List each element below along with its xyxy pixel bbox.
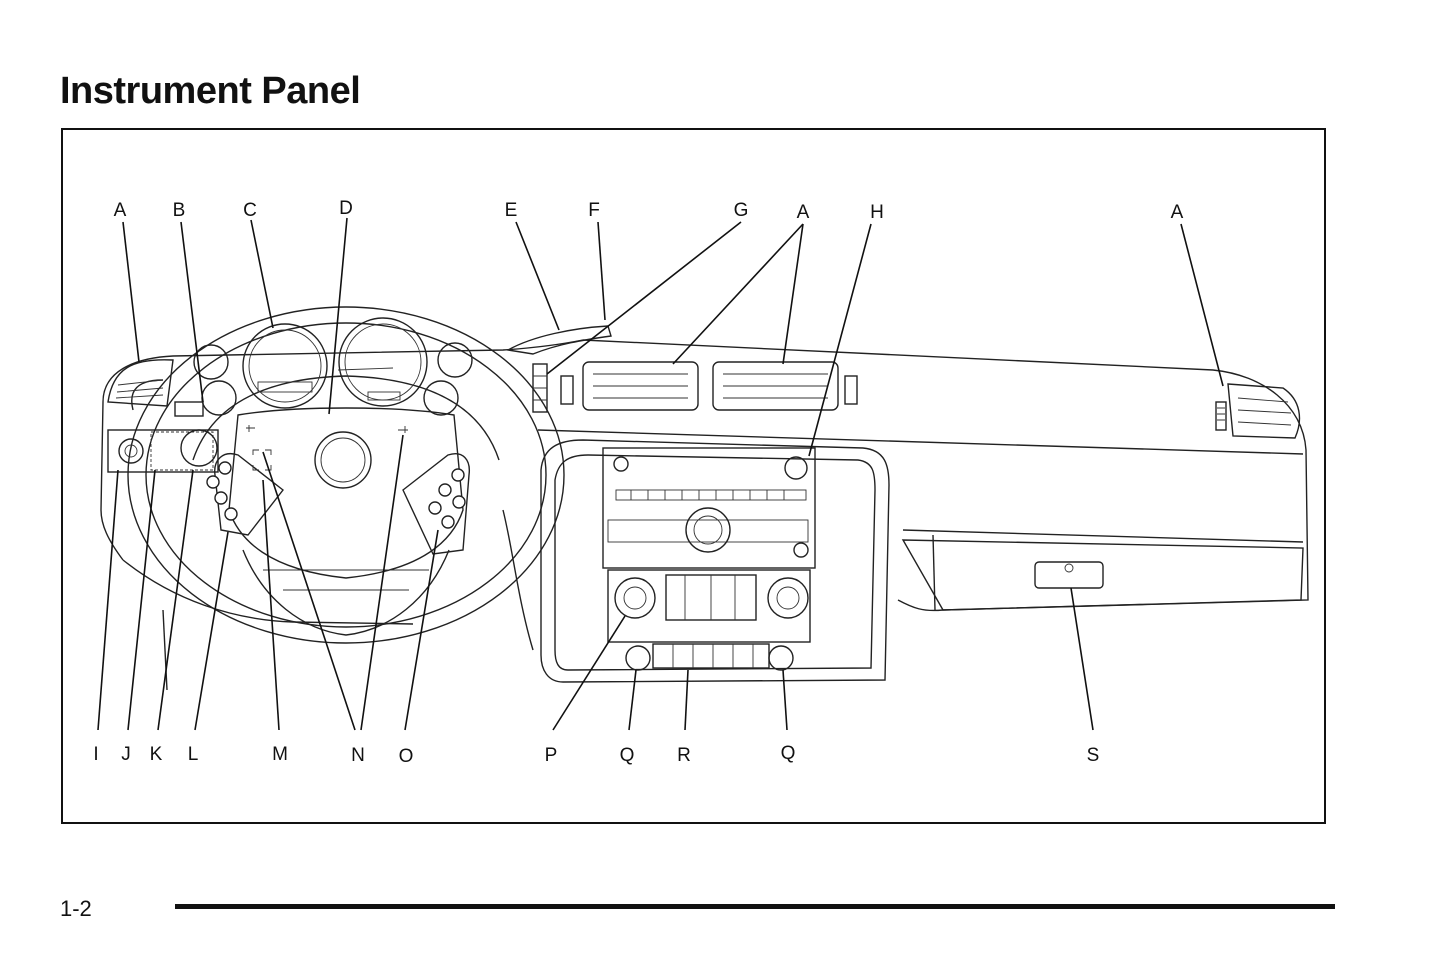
headlamp-controls bbox=[107, 401, 219, 473]
callout-p: P bbox=[545, 745, 558, 766]
center-air-vents bbox=[532, 361, 858, 413]
steering-wheel bbox=[127, 306, 565, 644]
callout-f: F bbox=[588, 200, 600, 221]
callout-b: B bbox=[173, 200, 186, 221]
dashboard-body bbox=[100, 339, 1309, 691]
instrument-panel-diagram: A B C D E F G A H A I J K L M N O P Q R … bbox=[61, 128, 1326, 824]
callout-n: N bbox=[351, 745, 365, 766]
callout-d: D bbox=[339, 198, 353, 219]
callout-e: E bbox=[505, 200, 518, 221]
center-stack bbox=[540, 439, 890, 683]
page-title: Instrument Panel bbox=[60, 70, 361, 112]
dashboard-illustration: A B C D E F G A H A I J K L M N O P Q R … bbox=[93, 198, 1309, 767]
callout-s: S bbox=[1087, 745, 1100, 766]
callout-o: O bbox=[399, 746, 414, 767]
callout-a: A bbox=[797, 202, 810, 223]
callout-labels-top: A B C D E F G A H A bbox=[114, 198, 1184, 223]
footer-rule bbox=[175, 904, 1335, 909]
callout-r: R bbox=[677, 745, 691, 766]
callout-k: K bbox=[150, 744, 163, 765]
glove-box bbox=[901, 539, 1304, 611]
callout-q: Q bbox=[781, 743, 796, 764]
right-air-vent bbox=[1215, 383, 1301, 439]
callout-m: M bbox=[272, 744, 288, 765]
callout-a: A bbox=[1171, 202, 1184, 223]
callout-a: A bbox=[114, 200, 127, 221]
callout-i: I bbox=[93, 744, 98, 765]
callout-leaders bbox=[97, 217, 1224, 731]
callout-c: C bbox=[243, 200, 257, 221]
callout-q: Q bbox=[620, 745, 635, 766]
left-steering-controls bbox=[206, 461, 238, 521]
callout-j: J bbox=[121, 744, 131, 765]
right-steering-controls bbox=[428, 468, 466, 529]
callout-labels-bottom: I J K L M N O P Q R Q S bbox=[93, 743, 1099, 767]
callout-l: L bbox=[188, 744, 199, 765]
radio-preset-buttons bbox=[615, 489, 807, 501]
callout-h: H bbox=[870, 202, 884, 223]
left-air-vent bbox=[107, 359, 174, 407]
page-number: 1-2 bbox=[60, 896, 92, 921]
callout-g: G bbox=[734, 200, 749, 221]
instrument-cluster bbox=[193, 317, 473, 416]
